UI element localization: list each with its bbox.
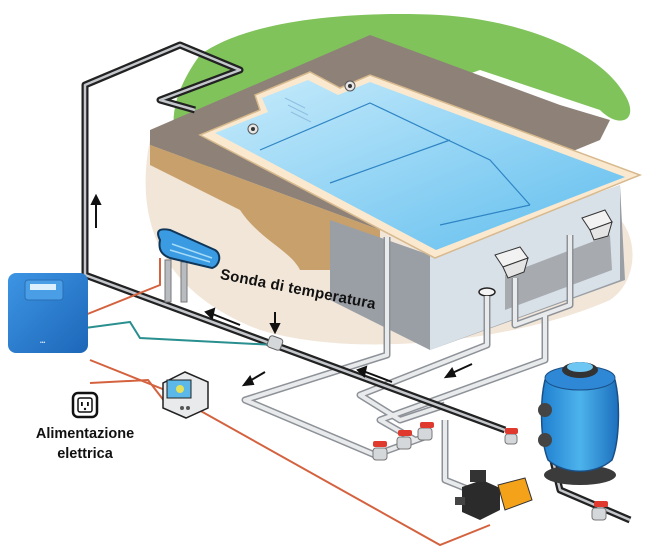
return-inlet-icon xyxy=(247,80,356,135)
pool-floor-lines xyxy=(259,102,531,226)
pump-icon xyxy=(455,470,533,520)
power-supply-label-line1: Alimentazione xyxy=(35,426,135,442)
pool-wall-shadow xyxy=(505,235,612,310)
sand-filter-icon xyxy=(538,362,620,485)
svg-text:•••: ••• xyxy=(40,340,46,346)
power-supply-label-line2: elettrica xyxy=(57,446,113,462)
timer-box-icon xyxy=(162,371,209,419)
temperature-probe-fitting xyxy=(266,335,284,351)
soil-section xyxy=(150,145,380,270)
electrolysis-cell-icon xyxy=(157,228,221,303)
power-socket-icon xyxy=(71,391,99,419)
flow-arrow-icons xyxy=(90,193,473,387)
main-drain-icon xyxy=(478,287,496,297)
sensor-cable xyxy=(84,320,276,346)
skimmer-icon xyxy=(494,209,613,279)
power-supply-label: Alimentazione elettrica xyxy=(30,424,140,464)
valve-icon xyxy=(372,422,608,521)
power-cable xyxy=(84,258,161,316)
power-cable-timer xyxy=(89,359,491,547)
control-unit-icon: ••• xyxy=(8,273,88,353)
pool-steps xyxy=(284,97,312,123)
pool-water xyxy=(215,80,625,250)
